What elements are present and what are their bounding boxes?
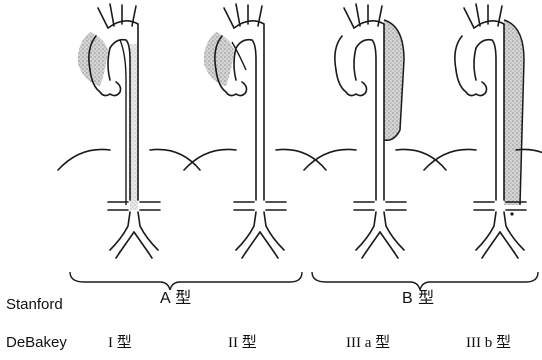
panel-debakey-3b: [424, 4, 542, 258]
stanford-a-label: A 型: [160, 290, 192, 308]
debakey-1-label: I 型: [108, 334, 132, 352]
stanford-b-label: B 型: [402, 290, 435, 308]
debakey-3a-label: III a 型: [346, 334, 390, 352]
aortic-dissection-diagram: [0, 0, 542, 290]
stanford-row-label: Stanford: [6, 296, 63, 314]
stanford-a-brace: [70, 272, 302, 290]
panel-debakey-2: [184, 4, 326, 258]
panel-debakey-3a: [304, 4, 446, 258]
debakey-3b-label: III b 型: [466, 334, 511, 352]
debakey-row-label: DeBakey: [6, 334, 67, 352]
debakey-2-label: II 型: [228, 334, 257, 352]
stanford-b-brace: [312, 272, 538, 290]
panel-debakey-1: [58, 4, 200, 258]
